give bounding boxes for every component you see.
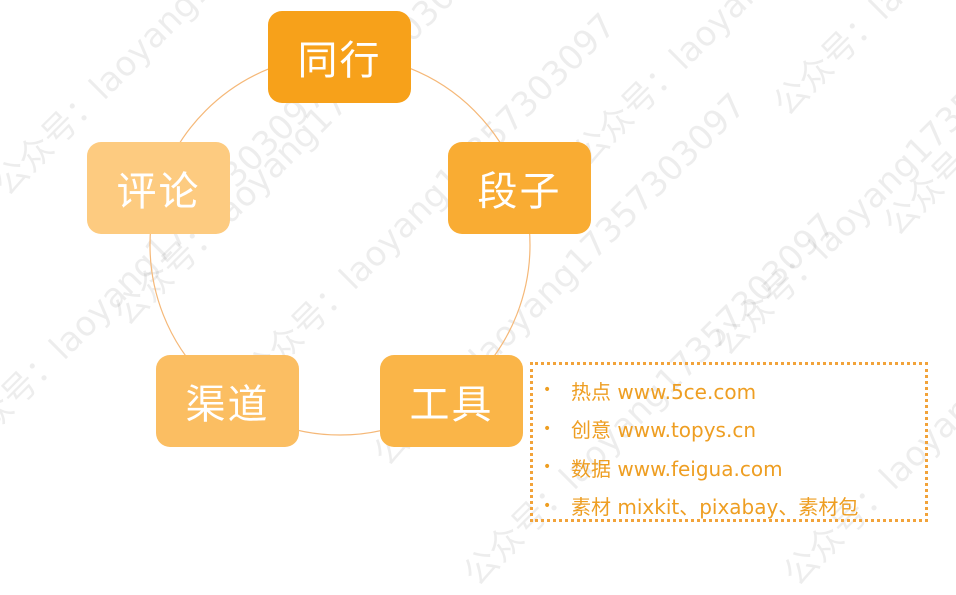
resource-text: 创意 www.topys.cn (571, 418, 757, 443)
resource-list: • 热点 www.5ce.com • 创意 www.topys.cn • 数据 www… (530, 362, 928, 522)
node-gongju: 工具 (380, 355, 523, 447)
resource-text: 热点 www.5ce.com (571, 379, 757, 404)
bullet: • (543, 459, 552, 476)
node-tonghang: 同行 (268, 11, 411, 103)
bullet: • (543, 497, 552, 514)
resource-item: • 数据 www.feigua.com (543, 448, 925, 487)
resource-item: • 热点 www.5ce.com (543, 371, 925, 410)
node-pinglun: 评论 (87, 142, 230, 234)
node-qudao: 渠道 (156, 355, 299, 447)
resource-item: • 创意 www.topys.cn (543, 410, 925, 449)
bullet: • (543, 382, 552, 399)
node-duanzi: 段子 (448, 142, 591, 234)
resource-text: 数据 www.feigua.com (571, 456, 783, 481)
resource-item: • 素材 mixkit、pixabay、素材包 (543, 487, 925, 526)
bullet: • (543, 420, 552, 437)
resource-text: 素材 mixkit、pixabay、素材包 (571, 495, 859, 520)
